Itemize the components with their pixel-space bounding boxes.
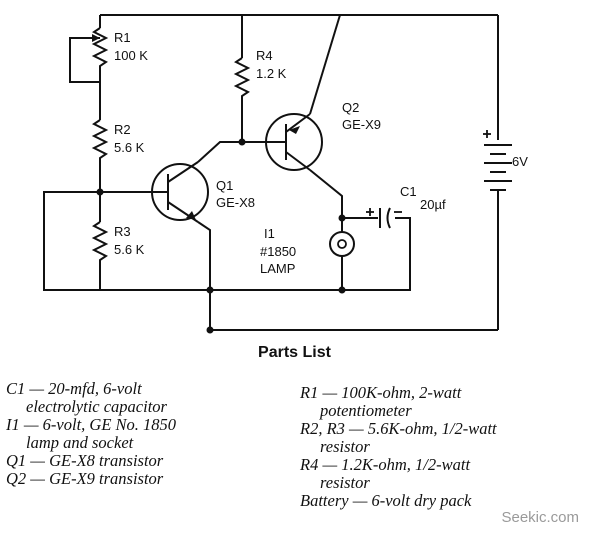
- lamp-number: #1850: [260, 244, 296, 259]
- q2-type: GE-X9: [342, 117, 381, 132]
- r3-value: 5.6 K: [114, 242, 145, 257]
- circuit-schematic: R1 100 K R2 5.6 K R3 5.6 K R4 1.2 K Q1 G…: [43, 14, 528, 334]
- parts-item-cont: electrolytic capacitor: [26, 397, 167, 416]
- r2-resistor: [91, 119, 109, 192]
- parts-item: R2, R3 — 5.6K-ohm, 1/2-watt: [300, 419, 497, 438]
- parts-item: Battery — 6-volt dry pack: [300, 491, 472, 510]
- parts-item-cont: resistor: [320, 473, 370, 492]
- lamp-symbol: [329, 231, 355, 257]
- parts-item: C1 — 20-mfd, 6-volt: [6, 379, 142, 398]
- r1-value: 100 K: [114, 48, 148, 63]
- q1-ref: Q1: [216, 178, 233, 193]
- r4-ref: R4: [256, 48, 273, 63]
- r1-resistor: [91, 27, 109, 82]
- battery-symbol: [483, 130, 512, 191]
- r3-resistor: [91, 221, 109, 290]
- parts-item: R1 — 100K-ohm, 2-watt: [300, 383, 462, 402]
- r2-ref: R2: [114, 122, 131, 137]
- watermark: Seekic.com: [501, 509, 579, 526]
- parts-item-cont: potentiometer: [320, 401, 412, 420]
- q1-emitter-wire: [197, 221, 211, 330]
- parts-item-cont: resistor: [320, 437, 370, 456]
- q2-transistor: [265, 113, 323, 171]
- q1-type: GE-X8: [216, 195, 255, 210]
- feedback-loop-wire: [43, 191, 411, 291]
- parts-item: Q2 — GE-X9 transistor: [6, 469, 164, 488]
- q2-collector-wire: [309, 169, 343, 218]
- q2-ref: Q2: [342, 100, 359, 115]
- r1-ref: R1: [114, 30, 131, 45]
- r3-ref: R3: [114, 224, 131, 239]
- lamp-ref: I1: [264, 226, 275, 241]
- r2-value: 5.6 K: [114, 140, 145, 155]
- c1-value: 20µf: [420, 197, 446, 212]
- q1-collector-wire: [197, 141, 242, 163]
- parts-item-cont: lamp and socket: [26, 433, 134, 452]
- parts-list-left: C1 — 20-mfd, 6-volt electrolytic capacit…: [6, 380, 176, 488]
- q2-emitter-wire: [309, 14, 341, 115]
- parts-list-right: R1 — 100K-ohm, 2-watt potentiometer R2, …: [300, 384, 497, 510]
- r4-value: 1.2 K: [256, 66, 287, 81]
- parts-item: R4 — 1.2K-ohm, 1/2-watt: [300, 455, 471, 474]
- lamp-desc: LAMP: [260, 261, 295, 276]
- parts-list-title: Parts List: [258, 344, 331, 361]
- parts-item: Q1 — GE-X8 transistor: [6, 451, 164, 470]
- r4-resistor: [233, 57, 251, 142]
- r1-wiper-loop: [69, 37, 100, 83]
- q1-transistor: [150, 161, 209, 223]
- parts-item: I1 — 6-volt, GE No. 1850: [6, 415, 177, 434]
- c1-ref: C1: [400, 184, 417, 199]
- battery-value: 6V: [512, 154, 528, 169]
- c1-capacitor: [366, 207, 402, 229]
